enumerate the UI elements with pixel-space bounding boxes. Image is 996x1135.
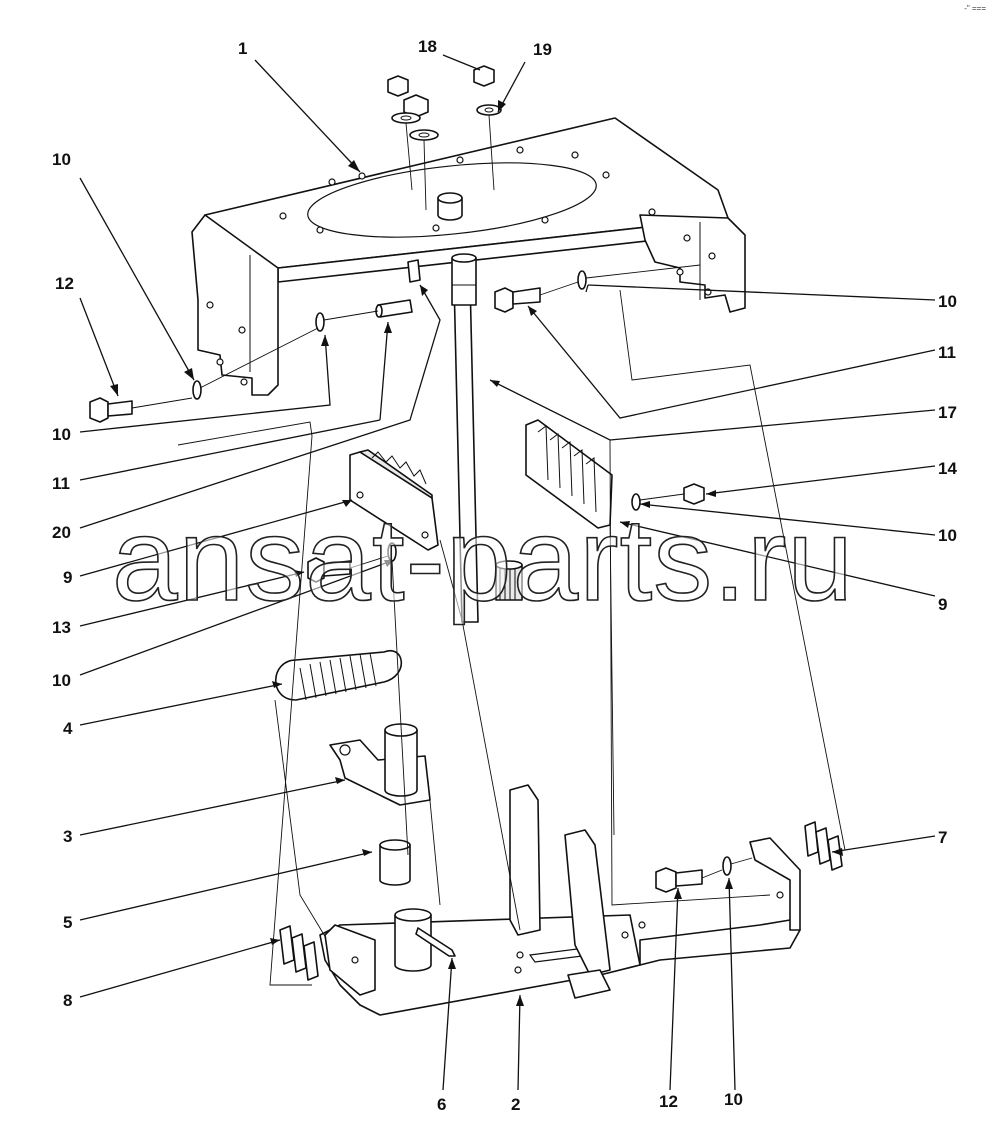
callout-7: 7 [938,828,947,847]
callout-9: 9 [63,568,72,587]
bushing [379,839,411,886]
bottom-right-fasteners [655,856,753,893]
callout-10: 10 [724,1090,743,1109]
assembly-lines [177,289,846,986]
callout-10: 10 [938,526,957,545]
main-shaft [451,253,523,623]
callout-18: 18 [418,37,437,56]
watermark: ansat-parts.ru [112,494,854,626]
base-plate [319,784,801,1016]
spring [274,649,403,701]
callout-2: 2 [511,1095,520,1114]
callout-13: 13 [52,618,71,637]
callout-10: 10 [52,425,71,444]
callout-6: 6 [437,1095,446,1114]
callout-20: 20 [52,523,71,542]
callout-8: 8 [63,991,72,1010]
callout-9: 9 [938,595,947,614]
callout-11: 11 [938,343,956,362]
callout-14: 14 [938,459,957,478]
callout-10: 10 [52,150,71,169]
callout-17: 17 [938,403,957,422]
left-fasteners [89,259,421,423]
leader-lines [79,54,936,1091]
callout-3: 3 [63,827,72,846]
callout-5: 5 [63,913,72,932]
callout-12: 12 [659,1092,678,1111]
left-ratchet-plate [307,449,439,583]
callout-12: 12 [55,274,74,293]
right-fasteners [494,264,701,313]
top-fasteners [387,65,502,211]
cotter-pin [415,927,456,957]
callout-10: 10 [938,292,957,311]
callout-10: 10 [52,671,71,690]
shim-pack-right [804,821,843,871]
corner-mark: -" === [964,4,986,13]
upper-bracket [191,117,746,396]
callout-1: 1 [238,39,247,58]
callout-19: 19 [533,40,552,59]
shim-pack-left [279,925,319,981]
callout-numbers: 1 18 19 10 12 10 11 20 9 13 10 4 3 5 8 6… [52,37,957,1114]
callout-4: 4 [63,719,73,738]
callout-11: 11 [52,474,70,493]
lever [329,723,431,806]
